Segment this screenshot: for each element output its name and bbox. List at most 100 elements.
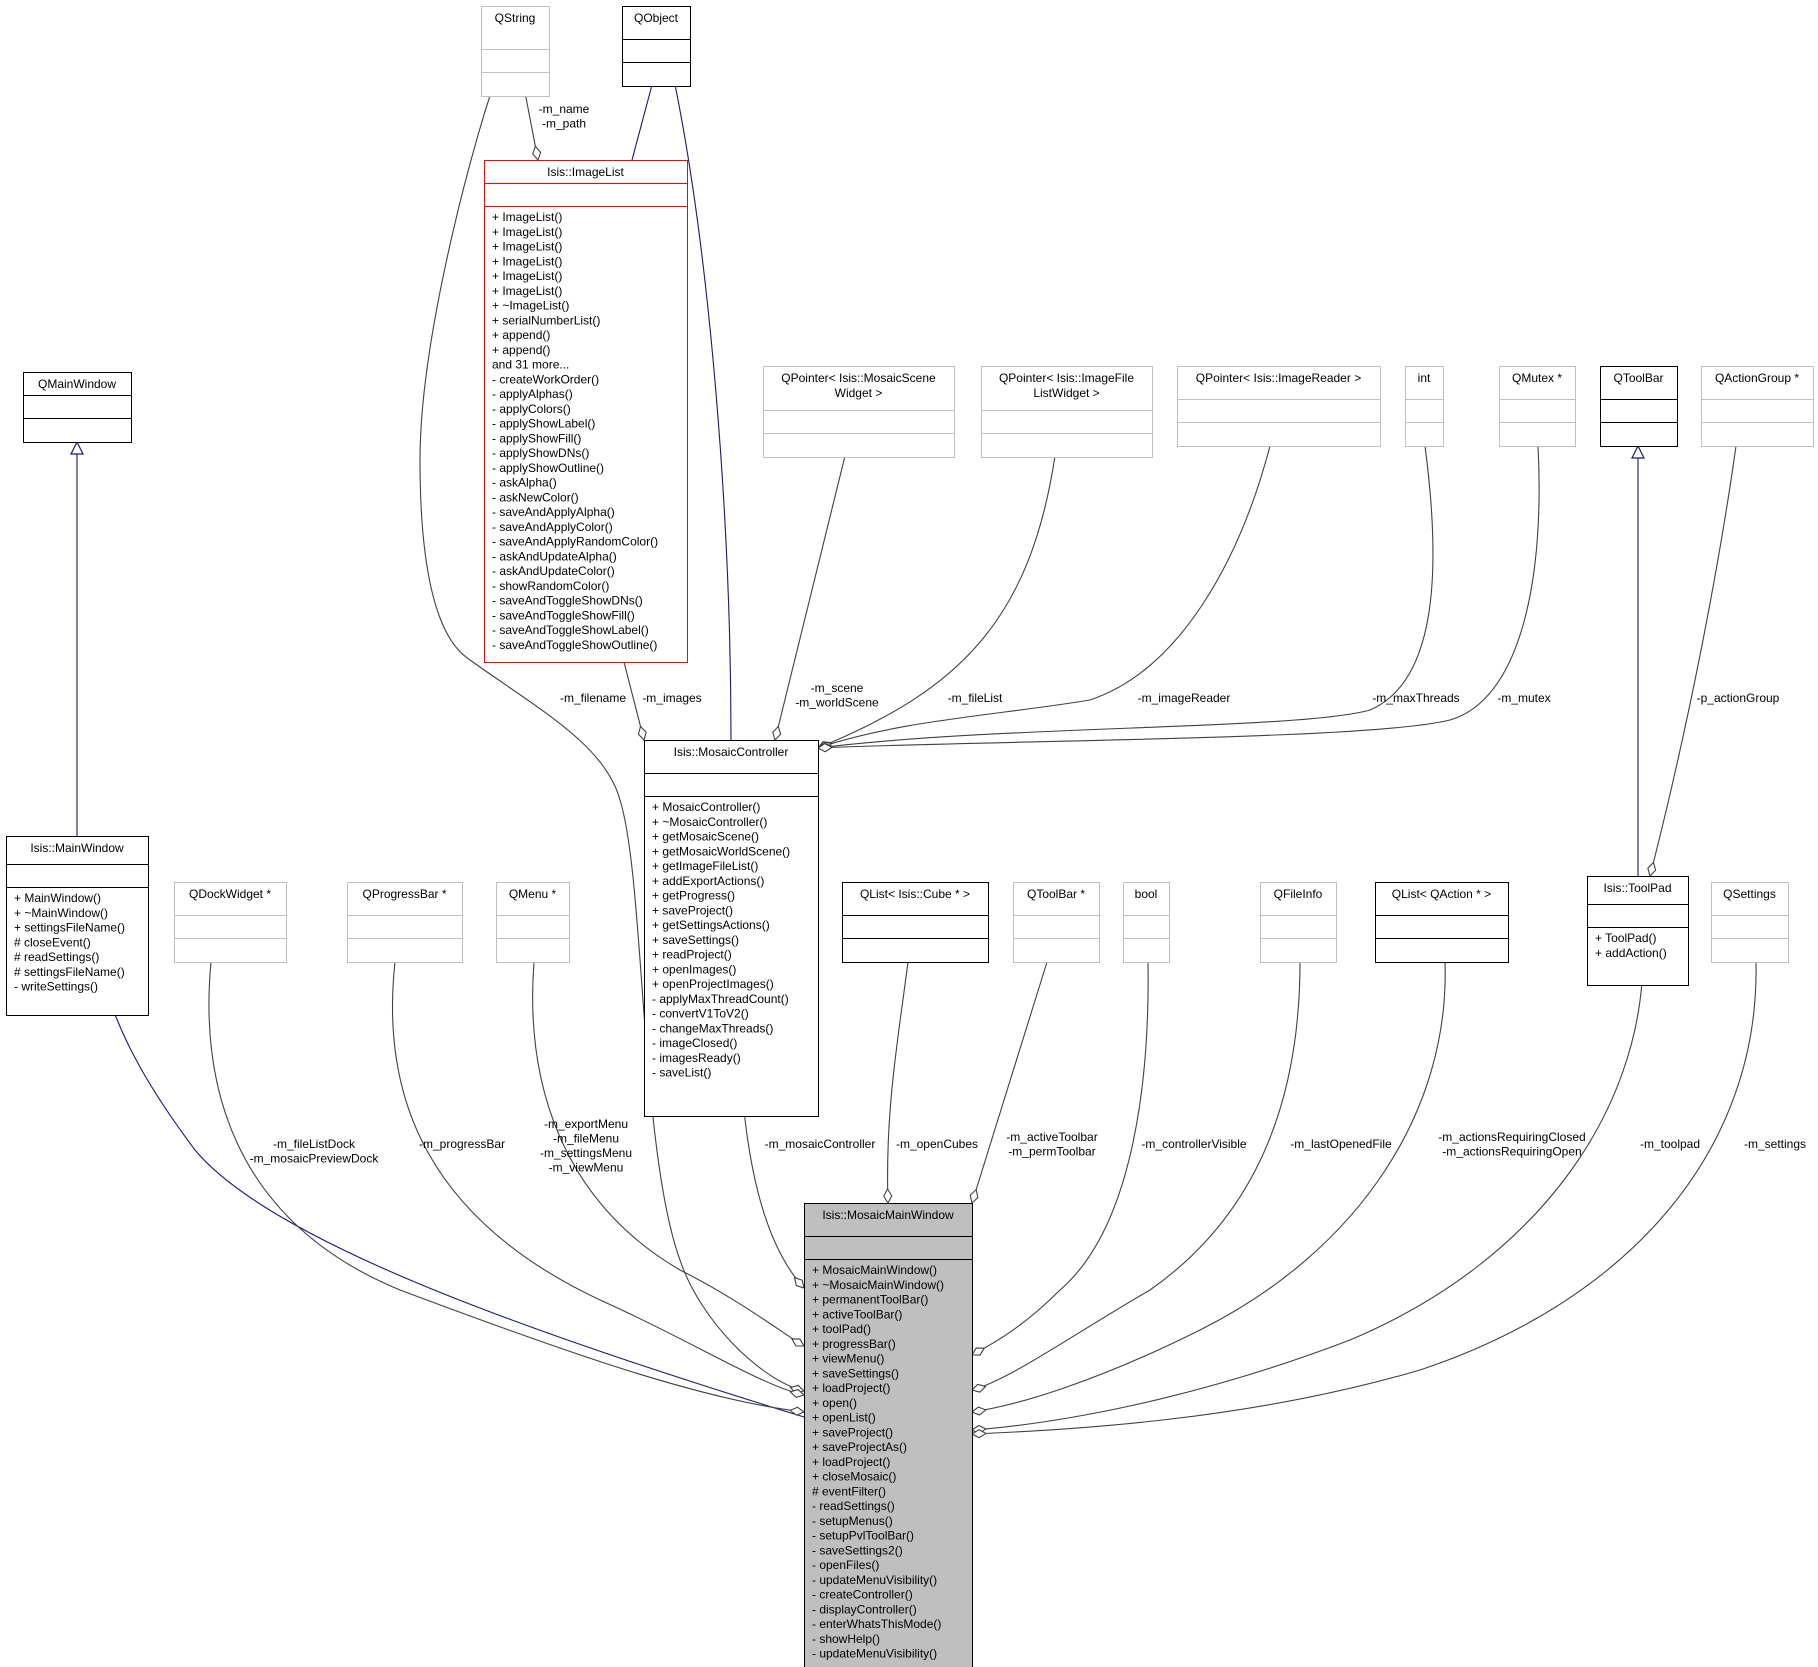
class-method: + getImageFileList()	[652, 859, 758, 873]
class-title: Isis::MainWindow	[30, 841, 124, 855]
class-method: - setupPvlToolBar()	[812, 1529, 914, 1543]
class-method: + ~MosaicController()	[652, 815, 767, 829]
edge-label-controller-main: -m_mosaicController	[765, 1137, 876, 1151]
class-method: + loadProject()	[812, 1455, 890, 1469]
class-method: - saveAndApplyColor()	[492, 520, 613, 534]
class-title: QList< Isis::Cube * >	[860, 887, 970, 901]
class-box	[622, 6, 691, 87]
class-box	[1123, 882, 1170, 963]
class-box	[1405, 366, 1444, 447]
edge-qpointerscene-mosaiccontroller	[775, 455, 846, 740]
class-node-qstring[interactable]: QString	[481, 6, 550, 97]
class-title: QToolBar	[1613, 371, 1663, 385]
class-title: QMutex *	[1512, 371, 1562, 385]
class-title: Isis::MosaicController	[674, 745, 789, 759]
class-method: + saveProject()	[652, 903, 733, 917]
class-node-qtoolbar[interactable]: QToolBar	[1600, 366, 1678, 447]
class-node-qobject[interactable]: QObject	[622, 6, 691, 87]
class-box	[347, 882, 463, 963]
edge-qsettings-mosaicmainwindow	[972, 961, 1757, 1434]
class-box	[1600, 366, 1678, 447]
class-box	[174, 882, 287, 963]
class-method: + getSettingsActions()	[652, 918, 770, 932]
edge-qpointerreader-mosaiccontroller	[818, 445, 1271, 748]
class-method: + openList()	[812, 1411, 876, 1425]
edge-label-progress-main: -m_progressBar	[419, 1137, 505, 1151]
class-title: QDockWidget *	[189, 887, 271, 901]
edge-label-dock-main: -m_fileListDock-m_mosaicPreviewDock	[250, 1137, 380, 1166]
class-title: QMainWindow	[38, 377, 116, 391]
class-method: - showHelp()	[812, 1632, 880, 1646]
class-node-qtoolbar_ptr[interactable]: QToolBar *	[1013, 882, 1100, 963]
class-method: + append()	[492, 328, 550, 342]
edge-label-int-controller: -m_maxThreads	[1372, 691, 1459, 705]
class-box	[644, 740, 819, 1117]
class-node-qactiongroup[interactable]: QActionGroup *	[1701, 366, 1814, 447]
class-method: + ImageList()	[492, 210, 562, 224]
class-method: + ImageList()	[492, 225, 562, 239]
class-node-mainwindow[interactable]: Isis::MainWindow+ MainWindow()+ ~MainWin…	[6, 836, 149, 1016]
class-title: QToolBar *	[1027, 887, 1085, 901]
class-title: Isis::MosaicMainWindow	[822, 1208, 954, 1222]
class-node-qsettings[interactable]: QSettings	[1711, 882, 1789, 963]
class-method: # closeEvent()	[14, 935, 91, 949]
class-method: - applyAlphas()	[492, 387, 573, 401]
class-box	[1587, 876, 1689, 986]
class-method: + ImageList()	[492, 269, 562, 283]
edge-qfileinfo-mosaicmainwindow	[972, 961, 1301, 1390]
class-title: Isis::ToolPad	[1603, 881, 1671, 895]
class-title: bool	[1135, 887, 1158, 901]
class-node-qmainwindow[interactable]: QMainWindow	[23, 372, 132, 443]
class-node-qfileinfo[interactable]: QFileInfo	[1260, 882, 1337, 963]
edge-label-scene-controller: -m_scene-m_worldScene	[795, 681, 879, 710]
class-method: - setupMenus()	[812, 1514, 893, 1528]
class-node-qlist_action[interactable]: QList< QAction * >	[1375, 882, 1509, 963]
class-method: + readProject()	[652, 948, 732, 962]
class-node-qdockwidget[interactable]: QDockWidget *	[174, 882, 287, 963]
class-node-qmutex[interactable]: QMutex *	[1499, 366, 1576, 447]
class-node-mosaicmainwindow[interactable]: Isis::MosaicMainWindow+ MosaicMainWindow…	[804, 1203, 973, 1667]
edge-qmenu-mosaicmainwindow	[532, 961, 804, 1346]
edge-label-qstring-main: -m_filename	[560, 691, 626, 705]
class-method: + ImageList()	[492, 284, 562, 298]
class-method: + getProgress()	[652, 889, 735, 903]
class-node-toolpad[interactable]: Isis::ToolPad+ ToolPad()+ addAction()	[1587, 876, 1689, 986]
class-node-qpointer_reader[interactable]: QPointer< Isis::ImageReader >	[1177, 366, 1381, 447]
class-box	[1177, 366, 1381, 447]
class-method: + ~MainWindow()	[14, 906, 108, 920]
class-method: - saveList()	[652, 1066, 711, 1080]
class-method: + saveProject()	[812, 1425, 893, 1439]
edge-qactiongroup-toolpad	[1650, 445, 1737, 876]
class-node-bool[interactable]: bool	[1123, 882, 1170, 963]
class-node-imagelist[interactable]: Isis::ImageList+ ImageList()+ ImageList(…	[484, 160, 688, 663]
class-method: - readSettings()	[812, 1499, 895, 1513]
class-method: - applyShowFill()	[492, 431, 581, 445]
class-box	[1711, 882, 1789, 963]
class-node-qprogressbar[interactable]: QProgressBar *	[347, 882, 463, 963]
class-method: + ImageList()	[492, 254, 562, 268]
class-title: QMenu *	[509, 887, 557, 901]
class-title: QString	[495, 11, 536, 25]
edge-bool-mosaicmainwindow	[972, 961, 1149, 1355]
class-method: + activeToolBar()	[812, 1307, 902, 1321]
class-method: - askAlpha()	[492, 476, 557, 490]
class-node-mosaiccontroller[interactable]: Isis::MosaicController+ MosaicController…	[644, 740, 819, 1117]
class-method: - showRandomColor()	[492, 579, 609, 593]
class-node-qlist_cube[interactable]: QList< Isis::Cube * >	[842, 882, 989, 963]
class-method: + MainWindow()	[14, 891, 101, 905]
class-box	[484, 160, 688, 663]
edge-toolpad-mosaicmainwindow	[972, 961, 1644, 1430]
class-method: + ~MosaicMainWindow()	[812, 1278, 944, 1292]
class-method: + addExportActions()	[652, 874, 764, 888]
class-method: - applyShowLabel()	[492, 417, 595, 431]
edge-qobject-mosaiccontroller	[672, 70, 732, 741]
class-node-int[interactable]: int	[1405, 366, 1444, 447]
class-node-qmenu[interactable]: QMenu *	[496, 882, 570, 963]
class-title: Isis::ImageList	[547, 165, 624, 179]
class-method: and 31 more...	[492, 358, 569, 372]
class-box	[804, 1203, 973, 1667]
